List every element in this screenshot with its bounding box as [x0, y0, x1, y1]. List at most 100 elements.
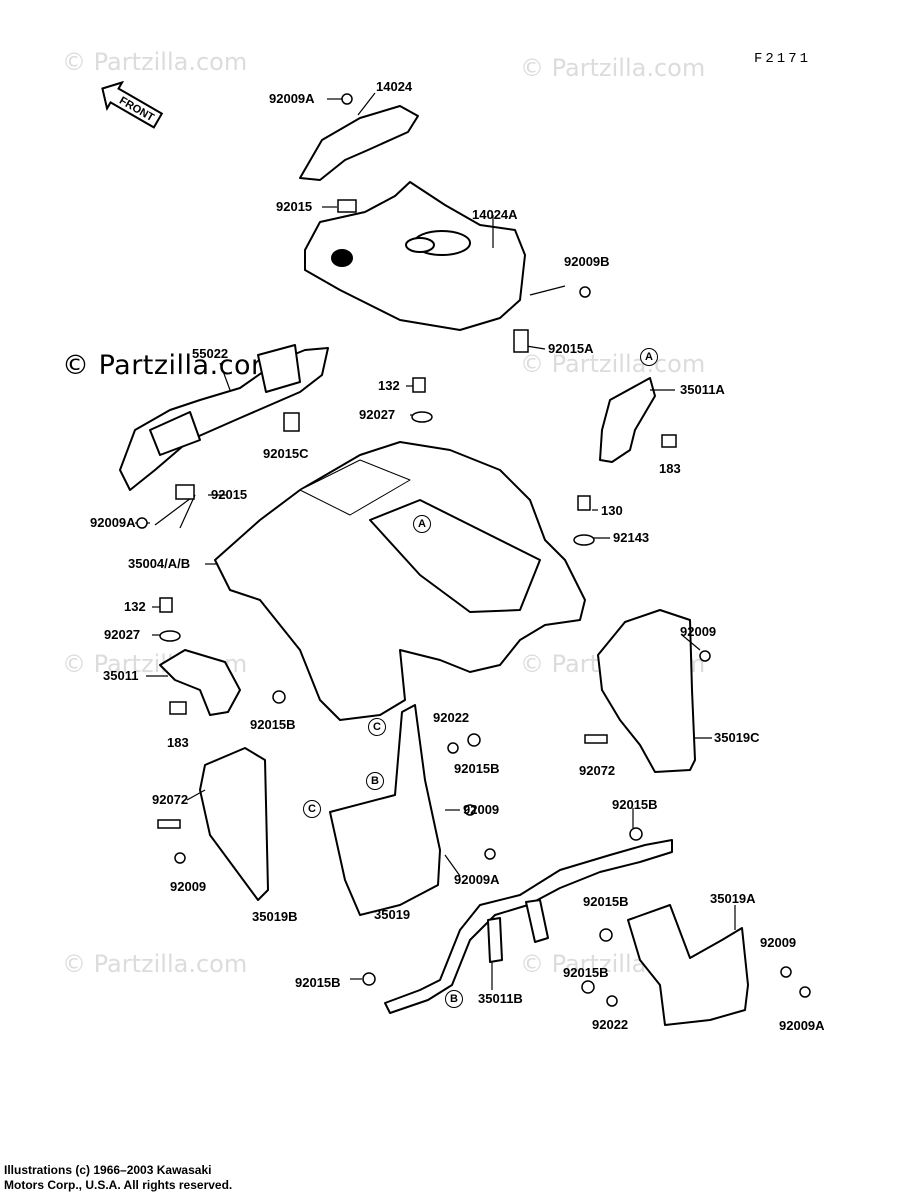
part-label: 92027 — [104, 627, 141, 642]
part-label: 92015B — [612, 797, 658, 812]
bolt-92009-icon — [174, 852, 186, 864]
callout-c: C — [368, 718, 386, 736]
watermark: © Partzilla.com — [62, 48, 248, 76]
part-label: 92022 — [592, 1017, 629, 1032]
part-label: 92009 — [760, 935, 797, 950]
part-35011A-bracket — [599, 377, 656, 463]
part-label: 35011A — [680, 382, 725, 397]
bolt-92009A-icon — [136, 517, 148, 529]
copyright-line: Illustrations (c) 1966–2003 Kawasaki — [4, 1163, 212, 1177]
stud-92072-icon — [584, 734, 608, 744]
nut-92015B-icon — [362, 972, 376, 986]
callout-a: A — [640, 348, 658, 366]
watermark: © Partzilla.com — [520, 54, 706, 82]
part-14024-cover — [299, 105, 419, 181]
part-label: 92015 — [211, 487, 248, 502]
watermark: © Partzilla.com — [520, 350, 706, 378]
part-label: 92015 — [276, 199, 313, 214]
part-label: 35004/A/B — [128, 556, 191, 571]
part-label: 14024 — [376, 79, 413, 94]
bolt-132-icon — [412, 377, 426, 393]
part-label: 92015B — [583, 894, 629, 909]
bolt-130-icon — [577, 495, 591, 511]
bolt-92009-icon — [780, 966, 792, 978]
washer-92022-icon — [447, 742, 459, 754]
part-label: 55022 — [192, 346, 229, 361]
part-label: 92015B — [250, 717, 296, 732]
partzilla-watermark: © Partzilla.com — [62, 350, 278, 381]
copyright-notice: Illustrations (c) 1966–2003 Kawasaki Mot… — [4, 1163, 232, 1193]
front-direction-arrow-icon: FRONT — [101, 80, 164, 129]
part-label: 92015A — [548, 341, 594, 356]
part-35019C-flap — [597, 609, 696, 773]
bolt-92009A-icon — [341, 93, 353, 105]
part-label: 92015B — [454, 761, 500, 776]
part-label: 35019C — [714, 730, 760, 745]
clip-92015A-icon — [513, 329, 529, 353]
nut-92015-icon — [175, 484, 195, 500]
washer-92027-icon — [411, 411, 433, 423]
part-label: 35019B — [252, 909, 298, 924]
bolt-92009A-icon — [484, 848, 496, 860]
washer-92022-icon — [606, 995, 618, 1007]
part-label: 92015B — [295, 975, 341, 990]
nut-92015B-icon — [599, 928, 613, 942]
callout-a: A — [413, 515, 431, 533]
grommet-92143-icon — [573, 534, 595, 546]
callout-b: B — [445, 990, 463, 1008]
bolt-92009A-icon — [799, 986, 811, 998]
part-label: 132 — [378, 378, 400, 393]
part-label: 14024A — [472, 207, 518, 222]
nut-92015B-icon — [629, 827, 643, 841]
nut-92015B-icon — [581, 980, 595, 994]
part-label: 92009 — [170, 879, 207, 894]
part-label: 92009 — [463, 802, 500, 817]
part-label: 92027 — [359, 407, 396, 422]
copyright-line: Motors Corp., U.S.A. All rights reserved… — [4, 1178, 233, 1192]
figure-code: F2171 — [754, 51, 812, 67]
part-label: 183 — [167, 735, 189, 750]
part-label: 35019 — [374, 907, 411, 922]
part-label: 92009A — [779, 1018, 825, 1033]
part-label: 183 — [659, 461, 681, 476]
nut-92015B-icon — [467, 733, 481, 747]
part-label: 92009A — [454, 872, 500, 887]
clip-92015C-icon — [283, 412, 300, 432]
fasteners — [136, 93, 811, 1007]
part-label: 35011 — [103, 668, 139, 683]
part-label: 92072 — [579, 763, 616, 778]
part-35011B-rail — [384, 839, 673, 1014]
bolt-92009-icon — [699, 650, 711, 662]
stud-92072-icon — [157, 819, 181, 829]
part-label: 92009A — [269, 91, 315, 106]
bolt-183-icon — [169, 701, 187, 715]
part-label: 92009 — [680, 624, 717, 639]
part-label: 35011B — [478, 991, 523, 1006]
part-label: 92022 — [433, 710, 470, 725]
callout-c: C — [303, 800, 321, 818]
washer-92027-icon — [159, 630, 181, 642]
part-label: 92015B — [563, 965, 609, 980]
callout-b: B — [366, 772, 384, 790]
part-label: 92009B — [564, 254, 610, 269]
part-label: 92015C — [263, 446, 309, 461]
nut-92015-icon — [337, 199, 357, 213]
part-label: 92143 — [613, 530, 650, 545]
part-35019A-flap — [627, 904, 749, 1026]
nut-92015B-icon — [272, 690, 286, 704]
bolt-92009B-icon — [579, 286, 591, 298]
part-label: 92072 — [152, 792, 189, 807]
part-14024A-cover — [304, 181, 526, 331]
part-label: 130 — [601, 503, 623, 518]
watermark: © Partzilla.com — [62, 950, 248, 978]
part-label: 92009A — [90, 515, 136, 530]
part-35019-flap — [329, 704, 441, 916]
part-35004-main-fender — [214, 441, 586, 721]
bolt-132-icon — [159, 597, 173, 613]
part-label: 35019A — [710, 891, 756, 906]
part-35011-bracket — [159, 649, 241, 716]
bolt-183-icon — [661, 434, 677, 448]
part-label: 132 — [124, 599, 146, 614]
